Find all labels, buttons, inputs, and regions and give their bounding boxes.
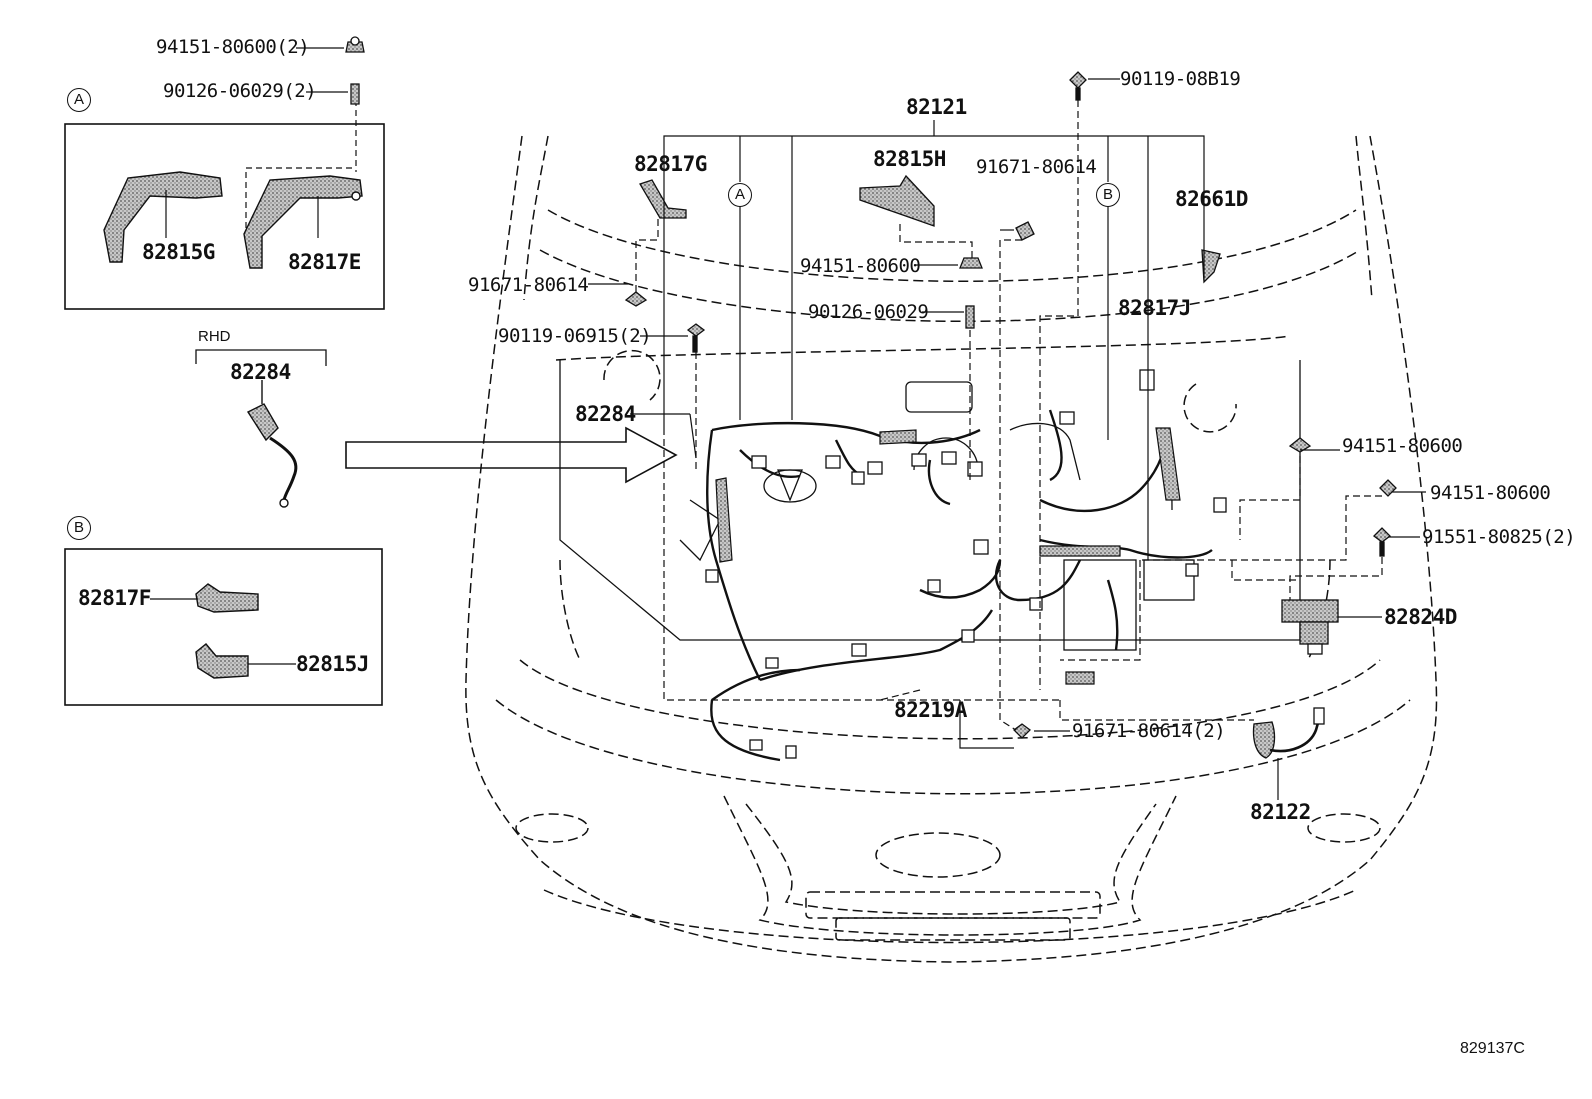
label-82817F: 82817F [78, 586, 151, 610]
figure-code: 829137C [1460, 1040, 1525, 1057]
bracket-82817G [639, 179, 687, 219]
label-82817J: 82817J [1118, 296, 1191, 320]
nut-icon-top [345, 36, 365, 105]
detail-callout-b: B [67, 516, 91, 540]
harness-callout-a: A [728, 183, 752, 207]
label-82824D: 82824D [1384, 605, 1457, 629]
label-82661D: 82661D [1175, 187, 1248, 211]
label-82219A: 82219A [894, 698, 967, 722]
label-90126-06029-2: 90126-06029(2) [163, 80, 317, 102]
bracket-82815G [103, 171, 223, 263]
label-82284-rhd: 82284 [230, 360, 291, 384]
detail-callout-a: A [67, 88, 91, 112]
wire-harness-fill [715, 427, 1181, 685]
label-82815G: 82815G [142, 240, 215, 264]
connectors [705, 369, 1227, 759]
label-rhd: RHD [198, 328, 231, 345]
relay-block-82824D [1281, 599, 1339, 655]
label-94151-80600-r1: 94151-80600 [1342, 435, 1463, 457]
label-82815H: 82815H [873, 147, 946, 171]
label-91671-80614-2: 91671-80614(2) [1072, 720, 1226, 742]
label-94151-80600-mid: 94151-80600 [800, 255, 921, 277]
detail-a-leaders [165, 47, 357, 238]
label-82122: 82122 [1250, 800, 1311, 824]
label-94151-80600-2: 94151-80600(2) [156, 36, 310, 58]
bracket-82815J [195, 643, 249, 679]
label-90119-08B19: 90119-08B19 [1120, 68, 1241, 90]
detail-box-b [64, 548, 383, 706]
harness-callout-b: B [1096, 183, 1120, 207]
label-82817G: 82817G [634, 152, 707, 176]
engine-bay [559, 360, 1301, 651]
label-90126-06029: 90126-06029 [808, 301, 929, 323]
dashed-leaders [635, 100, 1383, 731]
label-91671-80614-top: 91671-80614 [976, 156, 1097, 178]
vehicle-outline [465, 135, 1438, 963]
label-94151-80600-r2: 94151-80600 [1430, 482, 1551, 504]
clip-82661D [1201, 249, 1221, 284]
sensor-82122 [1252, 707, 1325, 759]
label-82121: 82121 [906, 95, 967, 119]
label-82284-main: 82284 [575, 402, 636, 426]
bracket-82817F [195, 583, 259, 613]
rhd-bracket [195, 349, 327, 366]
label-82817E: 82817E [288, 250, 361, 274]
detail-box-a [64, 123, 385, 310]
label-91671-80614-left: 91671-80614 [468, 274, 589, 296]
wire-harness [706, 409, 1213, 762]
leader-lines [588, 78, 1426, 800]
label-91551-80825-2: 91551-80825(2) [1422, 526, 1576, 548]
sensor-82284-rhd [246, 380, 298, 508]
label-90119-06915-2: 90119-06915(2) [498, 325, 652, 347]
bracket-82817E [243, 175, 363, 269]
bracket-82815H [859, 174, 935, 227]
fastener-icons [624, 71, 1397, 739]
label-82815J: 82815J [296, 652, 369, 676]
reference-arrow [345, 426, 678, 484]
